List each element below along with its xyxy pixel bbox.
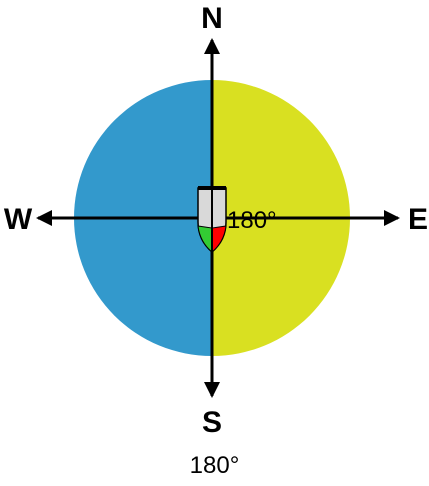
west-label: W — [4, 203, 33, 236]
east-label: E — [408, 203, 428, 236]
boat-heading-label: 180° — [227, 207, 277, 234]
boat-icon — [197, 186, 227, 254]
footer-heading-text: 180° — [189, 452, 240, 479]
west-arrow-icon — [36, 210, 52, 226]
east-arrow-icon — [384, 210, 400, 226]
north-arrow-icon — [204, 38, 220, 54]
south-label: S — [202, 406, 222, 439]
north-label: N — [201, 2, 223, 35]
south-arrow-icon — [204, 382, 220, 398]
